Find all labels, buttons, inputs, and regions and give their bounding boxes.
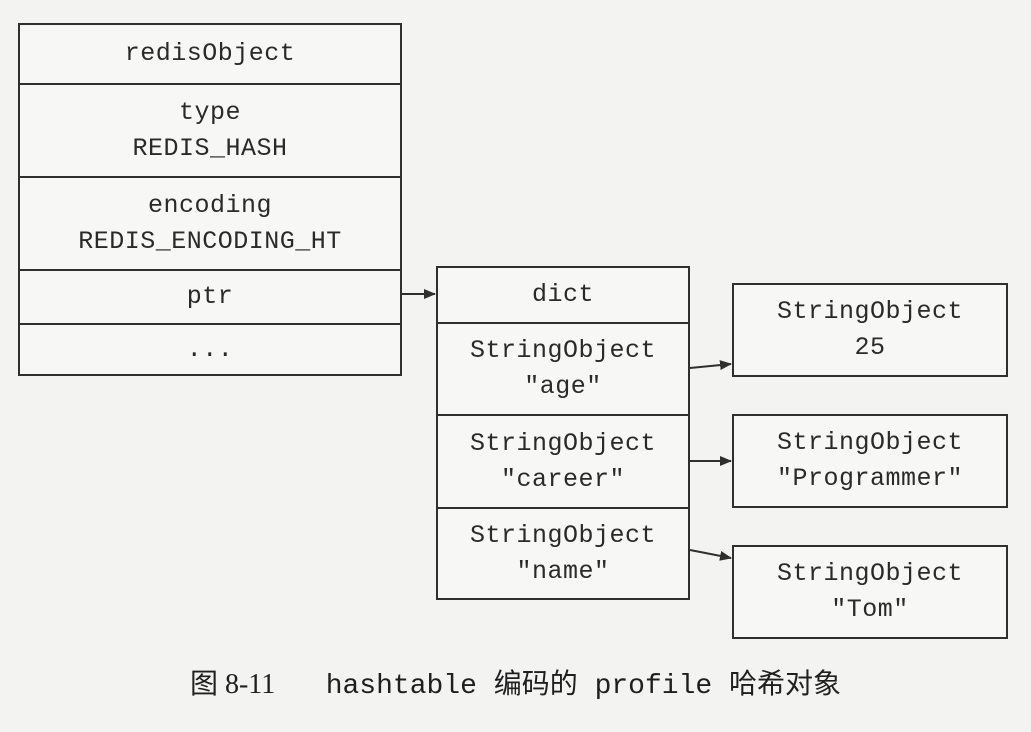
redis-object-encoding-cell: encoding REDIS_ENCODING_HT <box>20 176 400 269</box>
value-name-cell: StringObject "Tom" <box>734 547 1006 637</box>
value-name-type: StringObject <box>776 559 964 588</box>
redis-object-more-cell: ... <box>20 323 400 374</box>
caption-encoding-text: 编码的 <box>493 667 578 700</box>
value-box-career: StringObject "Programmer" <box>732 414 1008 508</box>
redis-object-ptr-cell: ptr <box>20 269 400 323</box>
redis-object-title: redisObject <box>124 39 296 68</box>
dict-key-career-cell: StringObject "career" <box>438 414 688 507</box>
dict-key-name-type: StringObject <box>469 520 657 550</box>
caption-figure-number: 图 8-11 <box>189 669 276 700</box>
redis-object-type-cell: type REDIS_HASH <box>20 83 400 176</box>
encoding-label: encoding <box>147 190 273 220</box>
dict-key-career-value: "career" <box>500 464 626 494</box>
value-career-value: "Programmer" <box>776 464 964 493</box>
dict-key-career-type: StringObject <box>469 428 657 458</box>
type-label: type <box>178 97 241 127</box>
ptr-label: ptr <box>186 282 234 311</box>
value-age-cell: StringObject 25 <box>734 285 1006 375</box>
dict-key-age-type: StringObject <box>469 336 657 365</box>
redis-object-title-cell: redisObject <box>20 25 400 83</box>
value-age-value: 25 <box>854 333 886 362</box>
figure-caption: 图 8-11 hashtable 编码的 profile 哈希对象 <box>0 664 1031 707</box>
value-name-value: "Tom" <box>831 595 909 624</box>
dict-key-age-cell: StringObject "age" <box>438 322 688 414</box>
dict-key-name-value: "name" <box>516 556 610 586</box>
encoding-value: REDIS_ENCODING_HT <box>78 226 342 256</box>
value-box-age: StringObject 25 <box>732 283 1008 377</box>
value-career-type: StringObject <box>776 428 964 457</box>
more-label: ... <box>186 334 234 364</box>
dict-box: dict StringObject "age" StringObject "ca… <box>436 266 690 600</box>
dict-title: dict <box>531 280 594 309</box>
type-value: REDIS_HASH <box>132 133 288 163</box>
arrow-name-to-value <box>689 549 732 561</box>
caption-profile: profile <box>594 671 713 702</box>
value-box-name: StringObject "Tom" <box>732 545 1008 639</box>
value-age-type: StringObject <box>776 297 964 326</box>
dict-key-name-cell: StringObject "name" <box>438 507 688 598</box>
caption-hash-object-text: 哈希对象 <box>729 667 842 700</box>
arrow-age-to-value <box>689 360 732 371</box>
value-career-cell: StringObject "Programmer" <box>734 416 1006 506</box>
dict-key-age-value: "age" <box>524 372 602 401</box>
redis-object-box: redisObject type REDIS_HASH encoding RED… <box>18 23 402 376</box>
caption-hashtable: hashtable <box>325 671 477 702</box>
dict-title-cell: dict <box>438 268 688 322</box>
